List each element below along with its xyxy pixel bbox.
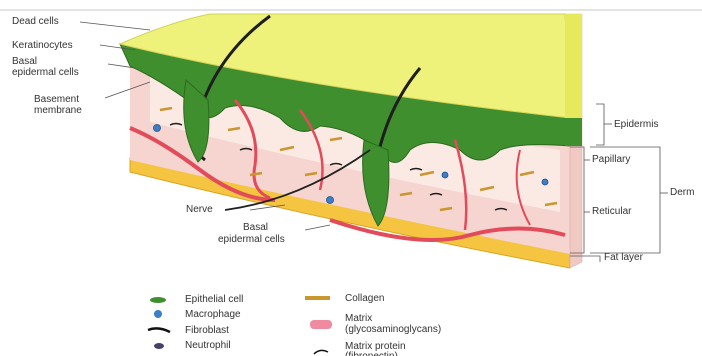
legend-macrophage: Macrophage — [185, 309, 241, 320]
macrophage-icon — [154, 310, 162, 318]
neutrophil-icon — [154, 343, 164, 349]
label-reticular: Reticular — [592, 206, 631, 217]
legend-matrix-1: Matrix — [345, 313, 372, 324]
epithelial-cell-icon — [150, 297, 166, 303]
label-basal-epidermal-cells-1: Basal — [12, 56, 37, 67]
label-epidermis: Epidermis — [614, 119, 658, 130]
label-papillary: Papillary — [592, 154, 630, 165]
legend-matrix-protein-2: (fibronectin) — [345, 351, 398, 356]
legend-epithelial-cell: Epithelial cell — [185, 294, 243, 305]
label-dead-cells: Dead cells — [12, 16, 59, 27]
matrix-icon — [310, 320, 332, 329]
legend-fibroblast: Fibroblast — [185, 325, 229, 336]
label-basal-epidermal-cells-bottom-1: Basal — [243, 222, 268, 233]
label-basement-membrane-2: membrane — [34, 105, 82, 116]
fibroblast-icon — [148, 328, 170, 332]
legend-neutrophil: Neutrophil — [185, 340, 231, 351]
legend-icons — [148, 297, 332, 354]
label-basal-epidermal-cells-2: epidermal cells — [12, 67, 79, 78]
label-fat-layer: Fat layer — [604, 252, 643, 263]
matrix-protein-icon — [314, 350, 328, 354]
label-dermis: Derm — [670, 187, 694, 198]
legend-collagen: Collagen — [345, 293, 384, 304]
block-right-green — [565, 118, 582, 146]
label-nerve: Nerve — [186, 204, 213, 215]
label-keratinocytes: Keratinocytes — [12, 40, 73, 51]
label-basement-membrane-1: Basement — [34, 94, 79, 105]
block-right-top — [565, 14, 582, 124]
legend-matrix-2: (glycosaminoglycans) — [345, 324, 441, 335]
label-basal-epidermal-cells-bottom-2: epidermal cells — [218, 234, 285, 245]
